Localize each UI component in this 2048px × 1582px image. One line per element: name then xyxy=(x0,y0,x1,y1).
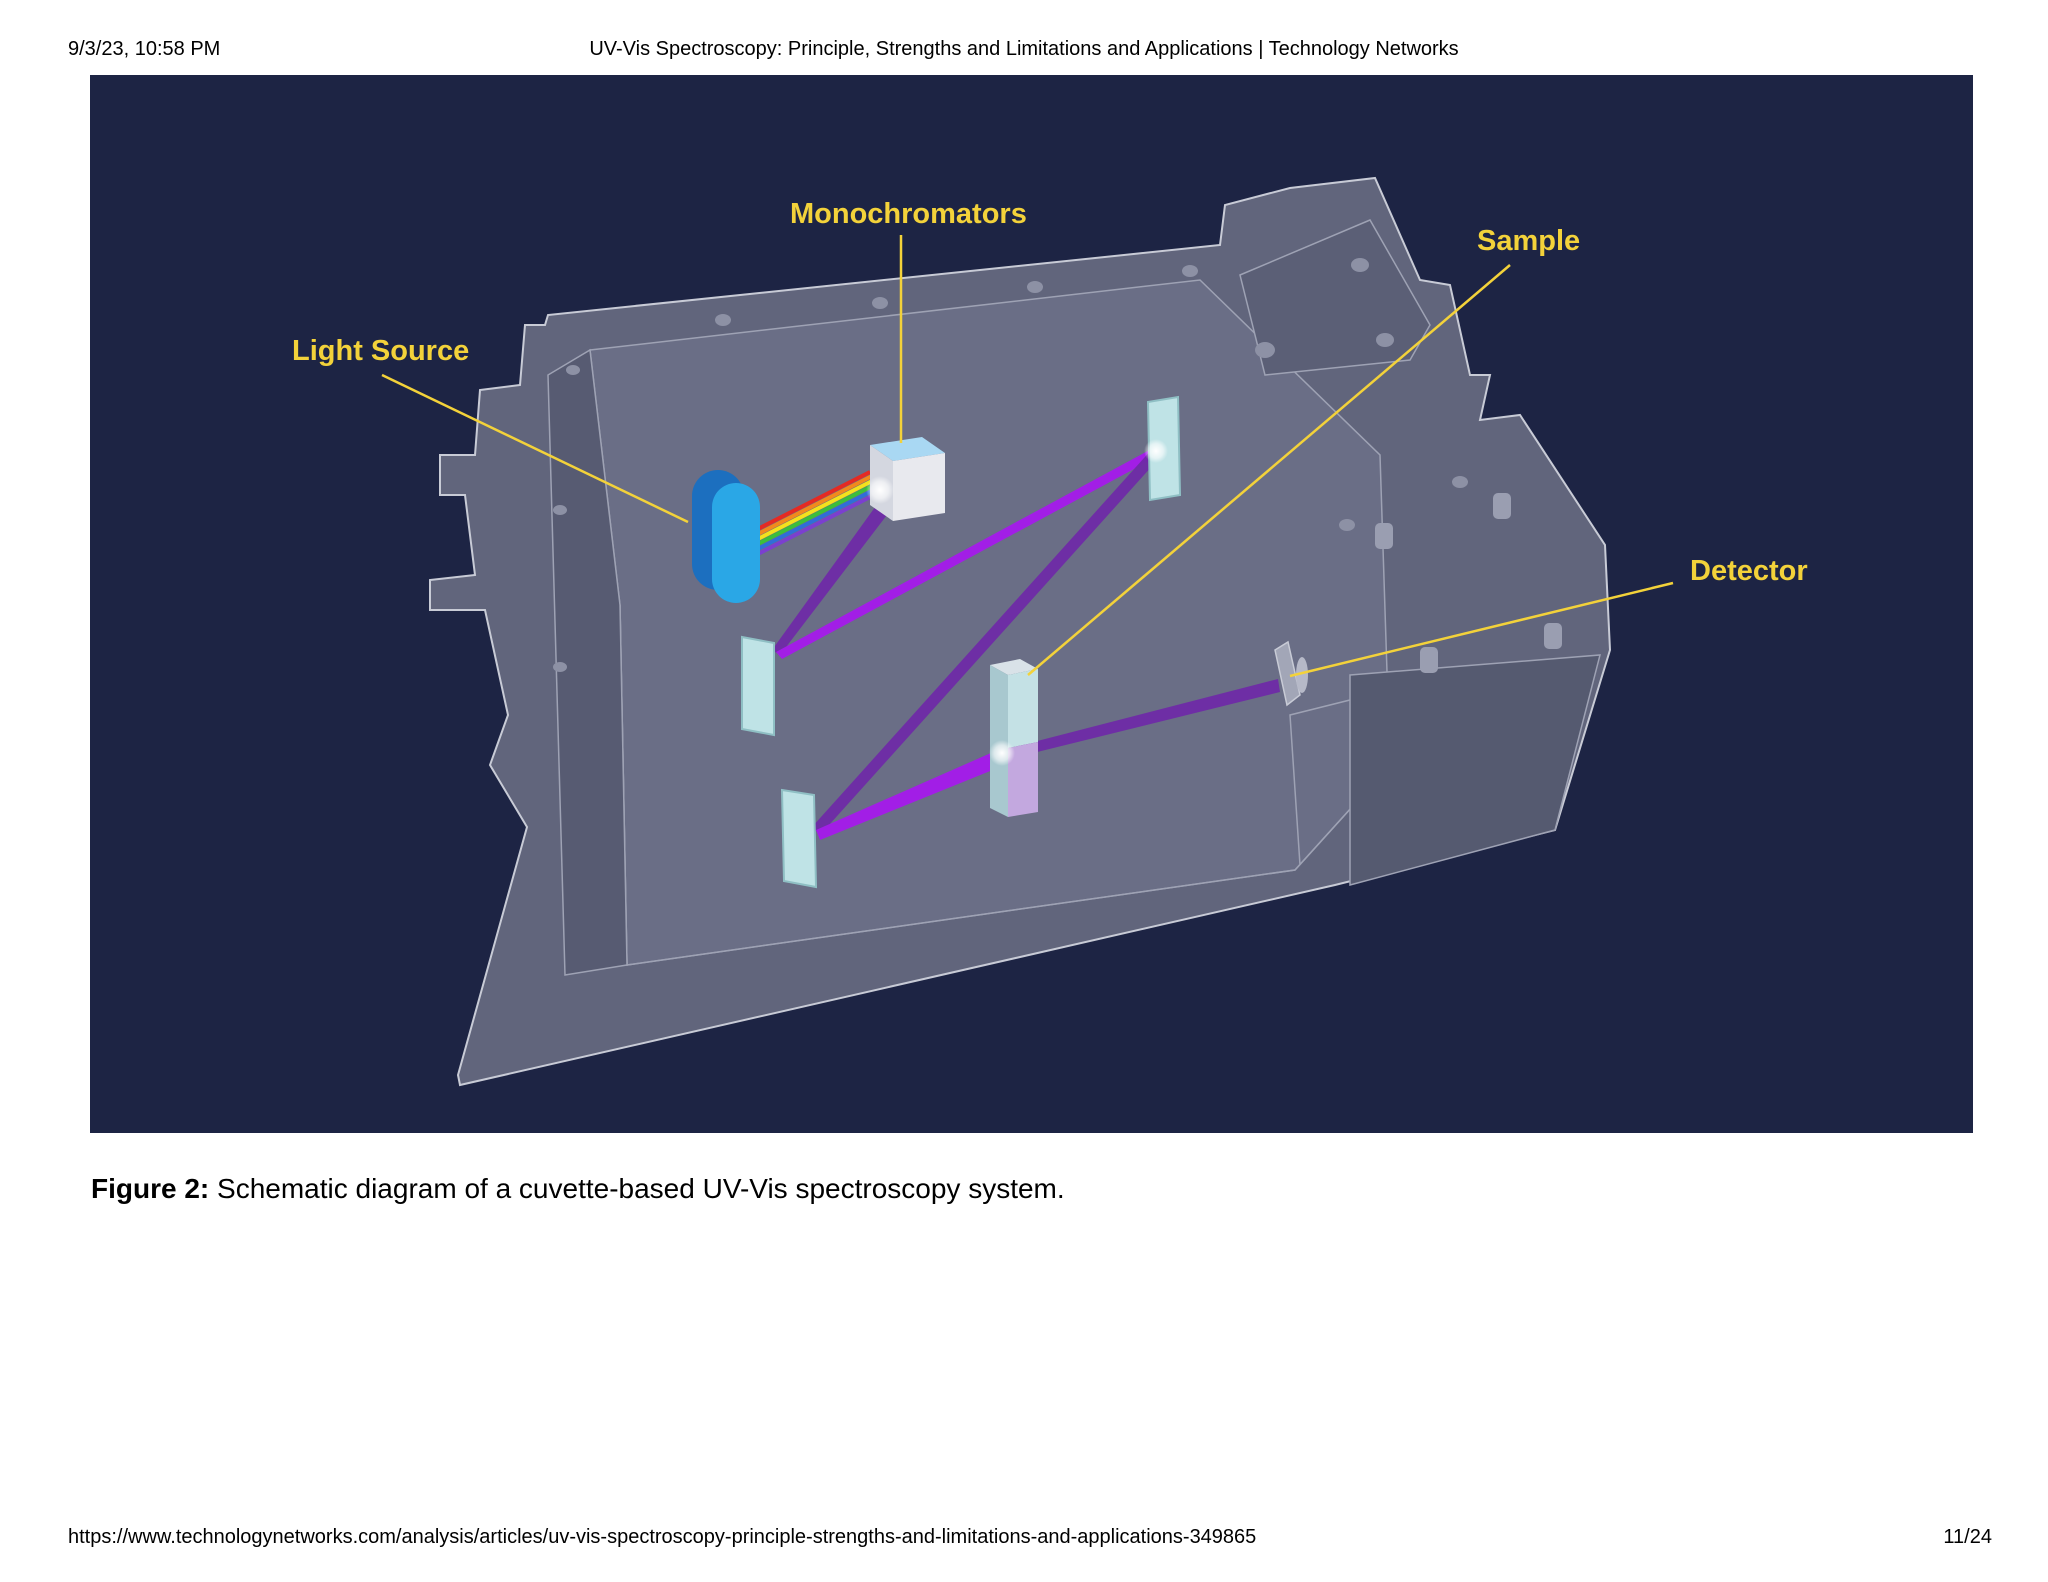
mirrors xyxy=(741,395,1182,889)
green-ray xyxy=(739,482,877,555)
sample-cuvette xyxy=(989,659,1038,817)
light-source-lamp xyxy=(692,470,760,603)
screw xyxy=(1376,333,1394,347)
mirror-1 xyxy=(741,635,775,737)
caption-lead: Figure 2: xyxy=(91,1173,210,1204)
spectroscopy-diagram: Light Source Monochromators Sample Detec… xyxy=(90,75,1973,1133)
yellow-ray xyxy=(739,478,875,550)
beam-paths xyxy=(772,447,1280,840)
screw xyxy=(1255,342,1275,358)
label-sample: Sample xyxy=(1477,225,1580,257)
screw xyxy=(1027,281,1043,293)
leader-detector xyxy=(1289,581,1674,678)
lamp-front xyxy=(712,483,760,603)
label-monochromators: Monochromators xyxy=(790,198,1027,230)
cuvette-top xyxy=(990,659,1038,675)
mirror-3 xyxy=(780,788,818,889)
label-detector: Detector xyxy=(1690,555,1808,587)
beam-sample-to-detector xyxy=(1010,679,1280,758)
beam-mirror3-to-sample xyxy=(816,749,1005,840)
screw xyxy=(1339,519,1355,531)
post xyxy=(1493,493,1511,519)
label-leaders xyxy=(381,235,1674,678)
screw xyxy=(553,505,567,515)
prism-front xyxy=(893,453,945,521)
prism-top xyxy=(870,437,945,461)
diagram-svg: Light Source Monochromators Sample Detec… xyxy=(292,176,1808,1087)
mirror-2-glow xyxy=(1144,439,1168,463)
monochromator-prism xyxy=(866,437,945,521)
instrument-housing xyxy=(429,176,1612,1087)
screw xyxy=(1182,265,1198,277)
print-page-title: UV-Vis Spectroscopy: Principle, Strength… xyxy=(589,38,1459,60)
figure-caption: Figure 2: Schematic diagram of a cuvette… xyxy=(91,1172,1065,1206)
detector-window xyxy=(1296,657,1308,693)
beam-mirror1-to-mirror2 xyxy=(776,447,1160,659)
print-datetime: 9/3/23, 10:58 PM xyxy=(68,38,221,60)
screw xyxy=(872,297,888,309)
screw xyxy=(553,662,567,672)
leader-sample xyxy=(1027,264,1511,676)
detector xyxy=(1274,640,1308,707)
screw xyxy=(715,314,731,326)
blue-ray xyxy=(739,486,879,560)
label-light-source: Light Source xyxy=(292,335,469,367)
leader-light-source xyxy=(381,373,689,524)
housing-right-block xyxy=(1349,654,1601,886)
cuvette-liquid xyxy=(1008,742,1038,817)
beam-mirror2-to-mirror3 xyxy=(812,448,1162,835)
screw xyxy=(1351,258,1369,272)
caption-text: Schematic diagram of a cuvette-based UV-… xyxy=(217,1173,1065,1204)
screw xyxy=(1452,476,1468,488)
housing-inner-floor xyxy=(589,279,1391,966)
detector-plate xyxy=(1274,640,1301,707)
post xyxy=(1420,647,1438,673)
screw xyxy=(566,365,580,375)
beam-mono-to-mirror1 xyxy=(772,503,890,655)
prism-glow xyxy=(866,476,894,504)
red-ray xyxy=(739,470,871,540)
housing-screws xyxy=(553,258,1468,672)
housing-left-wall xyxy=(547,348,628,976)
post xyxy=(1544,623,1562,649)
sample-glow xyxy=(989,740,1015,766)
orange-ray xyxy=(739,474,873,545)
violet-ray xyxy=(739,490,881,565)
housing-posts xyxy=(1375,493,1562,673)
print-page-number: 11/24 xyxy=(1943,1526,1992,1548)
cuvette-front-upper xyxy=(1008,669,1038,748)
post xyxy=(1375,523,1393,549)
print-url: https://www.technologynetworks.com/analy… xyxy=(68,1526,1257,1548)
rainbow-beam xyxy=(739,470,881,565)
